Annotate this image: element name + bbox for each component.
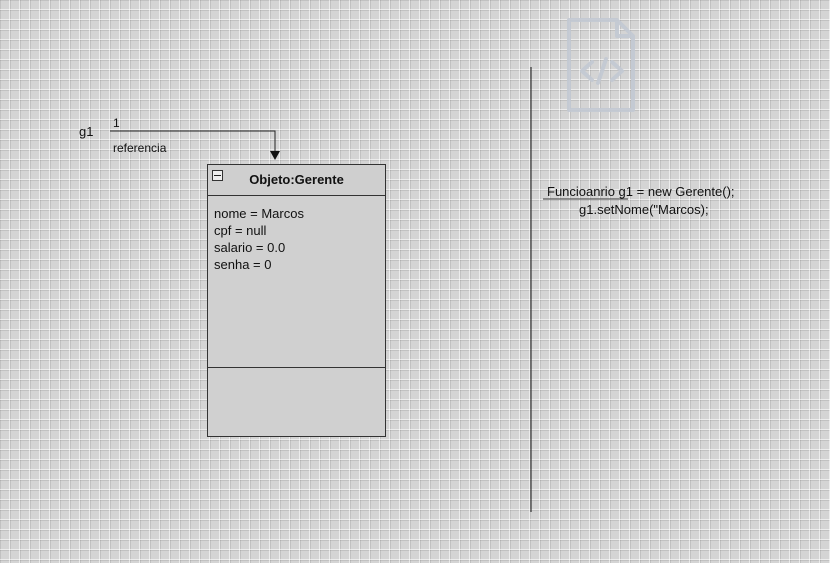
code-line-1: Funcioanrio g1 = new Gerente();: [547, 184, 735, 199]
attribute-row: senha = 0: [214, 257, 272, 272]
object-header: Objeto:Gerente: [208, 165, 385, 196]
code-file-icon: [567, 18, 635, 112]
reference-arrowhead: [270, 151, 280, 160]
reference-multiplicity: 1: [113, 116, 120, 130]
reference-variable: g1: [79, 124, 94, 139]
collapse-minus-icon[interactable]: [212, 170, 223, 181]
object-title: Objeto:Gerente: [249, 172, 344, 187]
attribute-row: salario = 0.0: [214, 240, 286, 255]
attribute-row: cpf = null: [214, 223, 267, 238]
reference-label: referencia: [113, 141, 167, 155]
code-line-2: g1.setNome("Marcos);: [579, 202, 709, 217]
attribute-row: nome = Marcos: [214, 206, 304, 221]
object-box[interactable]: Objeto:Gerente nome = Marcos cpf = null …: [207, 164, 386, 437]
operations-divider: [208, 367, 385, 368]
object-attributes: nome = Marcos cpf = null salario = 0.0 s…: [214, 205, 304, 273]
